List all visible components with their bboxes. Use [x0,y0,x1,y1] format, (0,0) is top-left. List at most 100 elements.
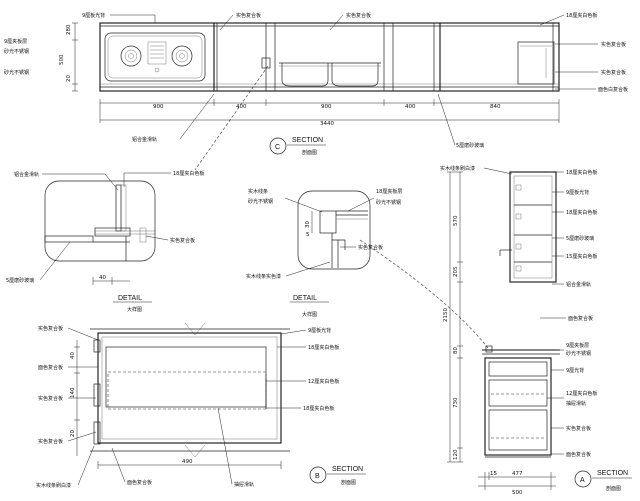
section-c-letter: C [275,144,280,151]
section-b-letter: B [315,473,320,480]
detail-left-frame [44,180,156,262]
section-b-title: SECTION [332,466,363,473]
section-a-title: SECTION [597,470,628,477]
section-a-label-r7: 面色复合板 [568,315,593,322]
dim-w4: 400 [405,104,416,110]
section-a-marker [574,470,592,488]
callout-curve-left [194,65,269,171]
section-a-label-r5: 15厘夹白色板 [566,253,597,260]
section-a-dim-b2: 477 [512,471,523,477]
detail-left-sub: 大样图 [127,306,142,313]
section-a-dim-v2: 205 [453,266,459,277]
section-b-label-l1: 实色复合板 [38,325,63,332]
section-c-marker [269,137,287,155]
section-b-dim-c: 20 [70,430,76,437]
section-a-dim-v6: 120 [453,449,459,460]
section-a-sub: 剖面图 [606,485,621,492]
label-left-finish: 砂光不锈钢 [4,48,29,55]
detail-left-title: DETAIL [118,295,142,302]
section-a-label-r4: 5厘磨砂玻璃 [566,235,594,242]
section-b-label-r3: 12厘夹白色板 [308,378,339,385]
label-bottom-right: 5厘磨砂玻璃 [456,142,484,149]
sink-bowl-left [281,63,329,87]
section-b-label-l4: 实色复合板 [38,438,63,445]
dim-w3: 900 [321,104,332,110]
section-a-dim-v5: 730 [453,397,459,408]
detail-left-label-top-left: 铝合金滑轨 [14,171,39,178]
section-b-box [97,332,282,444]
detail-right-label-l2: 砂光不锈钢 [248,198,273,205]
detail-right-label-bottom: 实木线条实色漆 [246,273,281,280]
section-b-label-r1: 9厘板光背 [308,327,331,334]
section-b-dim-a: 40 [70,352,76,359]
label-upper-a: 实色复合板 [236,12,261,19]
section-b-label-bottom-right: 抽屉滑轨 [234,481,254,488]
label-left-panel: 9厘夹板层 [4,38,27,45]
section-b-marker [309,466,327,484]
section-a-label-top-left: 实木线条刷白漆 [440,165,475,172]
detail-right-dim-b: 5 [306,232,310,238]
detail-right-label-l1: 实木线条 [248,188,268,195]
sink-bowl-right [331,63,379,87]
section-b-drawer: 实色复合板 面色复合板 实色复合板 实色复合板 实木线条刷白漆 面色复合板 抽屉… [36,322,366,489]
section-a-label-r13: 实色复合板 [566,425,591,432]
section-a-label-r12: 抽屉滑轨 [566,400,586,407]
section-b-sub: 剖面图 [341,479,356,486]
dim-h-bot: 20 [66,75,72,82]
detail-right-label-r2: 砂光不锈钢 [376,199,401,206]
detail-left-label-top-right: 18厘夹白色板 [173,170,204,177]
section-a-upper [509,171,557,283]
label-left-finish2: 砂光不锈钢 [4,69,29,76]
section-a-label-r14: 面色复合板 [566,451,591,458]
label-upper-b: 实色复合板 [346,12,371,19]
label-right-a: 实色复合板 [601,41,626,48]
section-c-title: SECTION [292,137,323,144]
dim-w1: 900 [153,104,164,110]
detail-left: 铝合金滑轨 18厘夹白色板 实色复合板 5厘磨砂玻璃 40 DETAIL 大样图 [6,170,204,313]
label-top-panel: 9厘板光背 [82,12,105,19]
dim-w5: 840 [490,104,501,110]
detail-left-label-bottom: 5厘磨砂玻璃 [6,277,34,284]
burner-left [120,45,142,67]
section-a-label-r2: 9厘板光背 [566,189,589,196]
section-a-dim-v3: 2150 [443,308,449,322]
section-b-label-bottom-left: 实木线条刷白漆 [36,482,71,489]
detail-right: 实木线条 砂光不锈钢 18厘夹板层 砂光不锈钢 实色复合板 实木线条实色漆 30… [246,188,402,318]
section-a-label-r9: 砂光不锈钢 [566,350,591,357]
cabinet-elevation: 280 500 20 900 400 900 400 840 3440 9厘板光… [4,12,628,156]
detail-left-dim: 40 [99,275,106,281]
section-a-label-r8: 9厘夹板层 [566,342,589,349]
detail-right-frame [297,190,371,270]
section-a-label-r6: 铝合金滑轨 [566,281,591,288]
dim-total: 3440 [320,121,334,127]
section-b-dim-w: 490 [182,459,193,465]
label-right-top: 18厘夹白色板 [566,12,597,19]
section-a-label-r3: 18厘夹白色板 [566,209,597,216]
label-right-c: 面色白复合板 [598,86,628,93]
dim-h-top: 280 [66,24,72,35]
section-a-dim-bw: 500 [512,490,523,496]
section-b-label-bottom-mid: 面色复合板 [127,479,152,486]
section-b-label-l3: 实色复合板 [38,395,63,402]
section-a-label-r11: 12厘夹白色板 [566,390,597,397]
elevation-outline [99,22,560,92]
detail-right-label-r1: 18厘夹板层 [376,188,402,195]
section-b-label-l2: 面色复合板 [38,364,63,371]
detail-right-sub: 大样图 [302,311,317,318]
section-a-label-r10: 9厘光背 [566,367,584,374]
label-right-b: 实色复合板 [601,69,626,76]
section-b-label-r4: 18厘夹白色板 [303,405,334,412]
section-b-dim-b: 140 [70,387,76,398]
detail-right-title: DETAIL [293,295,317,302]
detail-left-label-right: 实色复合板 [170,237,195,244]
dim-w2: 400 [236,104,247,110]
section-a-dim-v1: 570 [453,215,459,226]
section-c-sub: 剖面图 [302,149,317,156]
section-a-dim-v4: 80 [453,347,459,354]
callout-curve-right [359,239,489,349]
section-b-label-r2: 18厘夹白色板 [308,344,339,351]
dim-h-mid: 500 [59,54,65,65]
section-a-label-r1: 18厘夹白色板 [566,169,597,176]
burner-right [171,45,193,67]
